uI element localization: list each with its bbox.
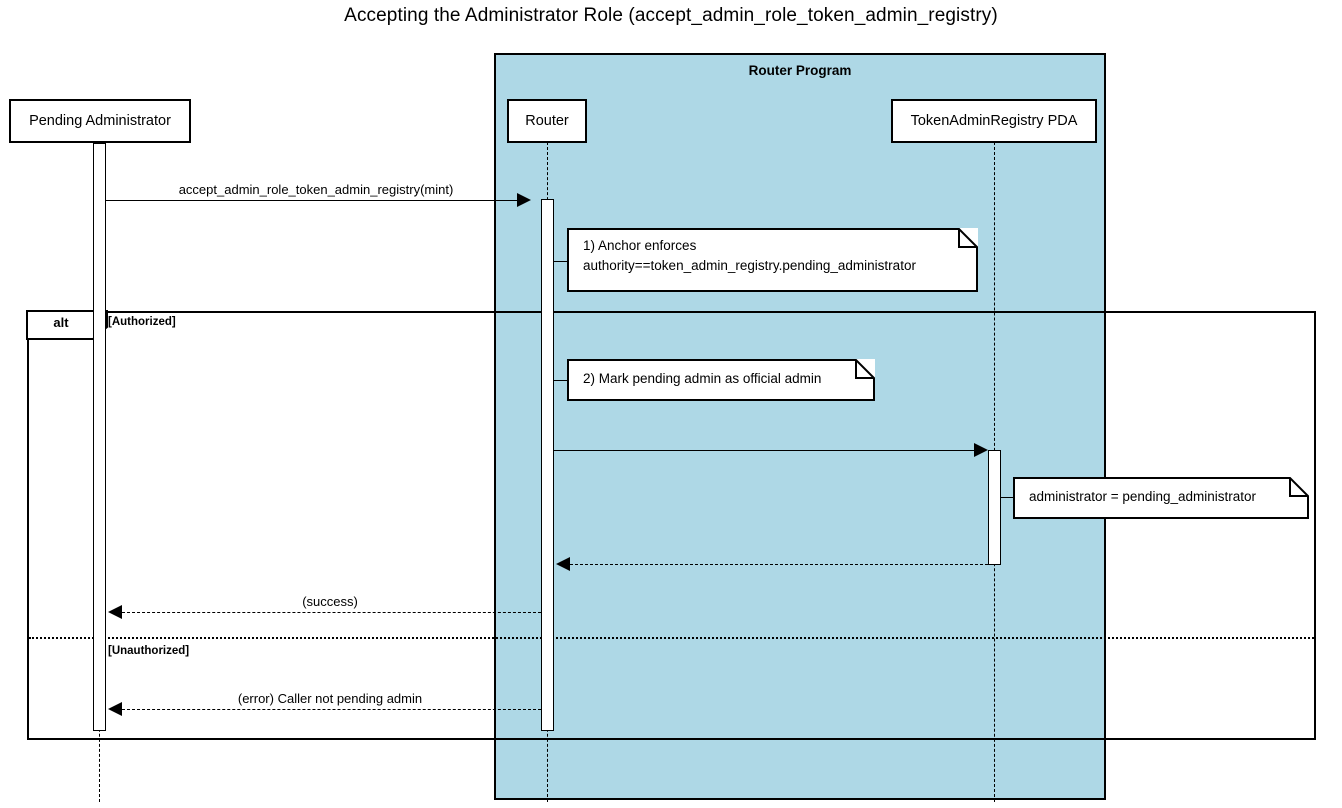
- note-1-shape: [567, 228, 978, 292]
- note-3-text: administrator = pending_administrator: [1029, 489, 1256, 504]
- message-5-arrowhead: [108, 702, 122, 716]
- activation-pending-administrator: [93, 143, 106, 731]
- guard-unauthorized: [Unauthorized]: [108, 645, 190, 657]
- participant-token-admin-registry-pda-label: TokenAdminRegistry PDA: [910, 113, 1078, 129]
- note-1-text: 1) Anchor enforces authority==token_admi…: [583, 238, 916, 273]
- participant-pending-administrator-label: Pending Administrator: [29, 113, 171, 129]
- note-1-anchor-line: [554, 261, 568, 262]
- activation-token-admin-registry-pda: [988, 450, 1001, 565]
- message-2-line: [554, 450, 974, 451]
- message-3-arrowhead: [556, 557, 570, 571]
- note-2-anchor-line: [554, 380, 568, 381]
- note-2-shape: [567, 359, 875, 401]
- note-2-mark-pending-admin: 2) Mark pending admin as official admin: [567, 359, 875, 401]
- participant-router[interactable]: Router: [507, 99, 587, 143]
- alt-operator-label: alt: [53, 315, 69, 330]
- message-5-label: (error) Caller not pending admin: [237, 691, 423, 706]
- group-router-program-label: Router Program: [748, 63, 852, 78]
- note-3-administrator-assignment: administrator = pending_administrator: [1013, 477, 1309, 519]
- message-1-arrowhead: [517, 193, 531, 207]
- alt-branch-divider: [29, 637, 1314, 639]
- group-router-program: Router Program: [494, 53, 1106, 800]
- participant-router-label: Router: [525, 113, 569, 129]
- note-2-text: 2) Mark pending admin as official admin: [583, 371, 822, 386]
- note-3-anchor-line: [1001, 497, 1014, 498]
- message-4-label: (success): [302, 594, 358, 609]
- message-4-line: [122, 612, 541, 613]
- activation-router: [541, 199, 554, 731]
- participant-pending-administrator[interactable]: Pending Administrator: [9, 99, 191, 143]
- alt-fragment-frame: [27, 311, 1316, 740]
- diagram-title: Accepting the Administrator Role (accept…: [344, 5, 998, 26]
- participant-token-admin-registry-pda[interactable]: TokenAdminRegistry PDA: [891, 99, 1097, 143]
- message-2-arrowhead: [974, 443, 988, 457]
- note-1-anchor-enforces: 1) Anchor enforces authority==token_admi…: [567, 228, 978, 292]
- message-1-line: [106, 200, 517, 201]
- guard-authorized: [Authorized]: [108, 316, 176, 328]
- message-5-line: [122, 709, 541, 710]
- message-1-label: accept_admin_role_token_admin_registry(m…: [178, 182, 454, 197]
- note-3-shape: [1013, 477, 1309, 519]
- message-3-line: [570, 564, 988, 565]
- message-4-arrowhead: [108, 605, 122, 619]
